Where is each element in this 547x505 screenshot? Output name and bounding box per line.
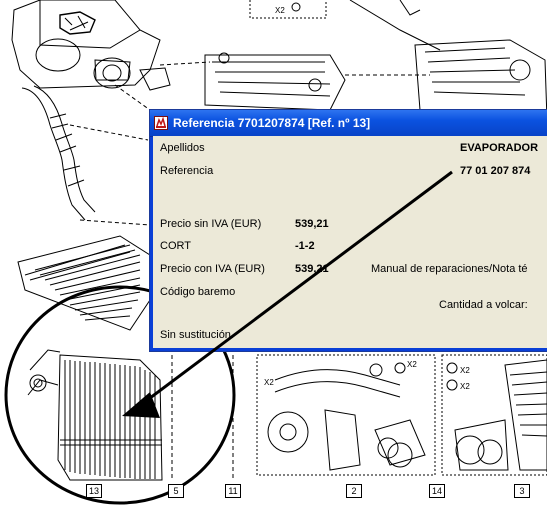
part-2-assembly xyxy=(256,354,436,476)
x2-label-part3-bottom: X2 xyxy=(460,382,470,391)
leader-lines xyxy=(69,61,430,226)
intake-pipe xyxy=(21,85,96,221)
popup-titlebar[interactable]: Referencia 7701207874 [Ref. nº 13] xyxy=(150,110,547,137)
callout-14: 14 xyxy=(429,484,445,498)
codigo-baremo-label: Código baremo xyxy=(160,286,236,298)
precio-sin-iva-value: 539,21 xyxy=(295,218,329,230)
callout-11: 11 xyxy=(225,484,241,498)
apellidos-value: EVAPORADOR xyxy=(460,142,539,154)
callout-13: 13 xyxy=(86,484,102,498)
sin-sustitucion-text: Sin sustitución. xyxy=(160,329,234,341)
popup-title: Referencia 7701207874 [Ref. nº 13] xyxy=(173,116,371,130)
cabin-filter xyxy=(17,235,151,331)
callout-2: 2 xyxy=(346,484,362,498)
part-3-assembly xyxy=(441,354,547,476)
referencia-value: 77 01 207 874 xyxy=(460,165,531,177)
x2-label-part3-top: X2 xyxy=(460,366,470,375)
callout-3: 3 xyxy=(514,484,530,498)
app-icon xyxy=(154,116,168,130)
top-box xyxy=(249,0,327,19)
popup-content: Apellidos EVAPORADOR Referencia 77 01 20… xyxy=(153,136,547,348)
x2-label-part2-right: X2 xyxy=(407,360,417,369)
cort-value: -1-2 xyxy=(295,240,315,252)
heater-housing xyxy=(139,52,346,111)
precio-con-iva-value: 539,21 xyxy=(295,263,329,275)
evaporator xyxy=(27,349,163,481)
reference-popup-window[interactable]: Referencia 7701207874 [Ref. nº 13] Apell… xyxy=(149,109,547,352)
callout-5: 5 xyxy=(168,484,184,498)
x2-label-part2-left: X2 xyxy=(264,378,274,387)
apellidos-label: Apellidos xyxy=(160,142,205,154)
manual-reparaciones-label[interactable]: Manual de reparaciones/Nota té xyxy=(371,263,528,275)
precio-con-iva-label: Precio con IVA (EUR) xyxy=(160,263,265,275)
precio-sin-iva-label: Precio sin IVA (EUR) xyxy=(160,218,262,230)
cantidad-volcar-label: Cantidad a volcar: xyxy=(439,299,528,311)
car-illustration xyxy=(11,0,161,89)
referencia-label: Referencia xyxy=(160,165,214,177)
x2-label-top: X2 xyxy=(275,6,285,15)
cort-label: CORT xyxy=(160,240,191,252)
